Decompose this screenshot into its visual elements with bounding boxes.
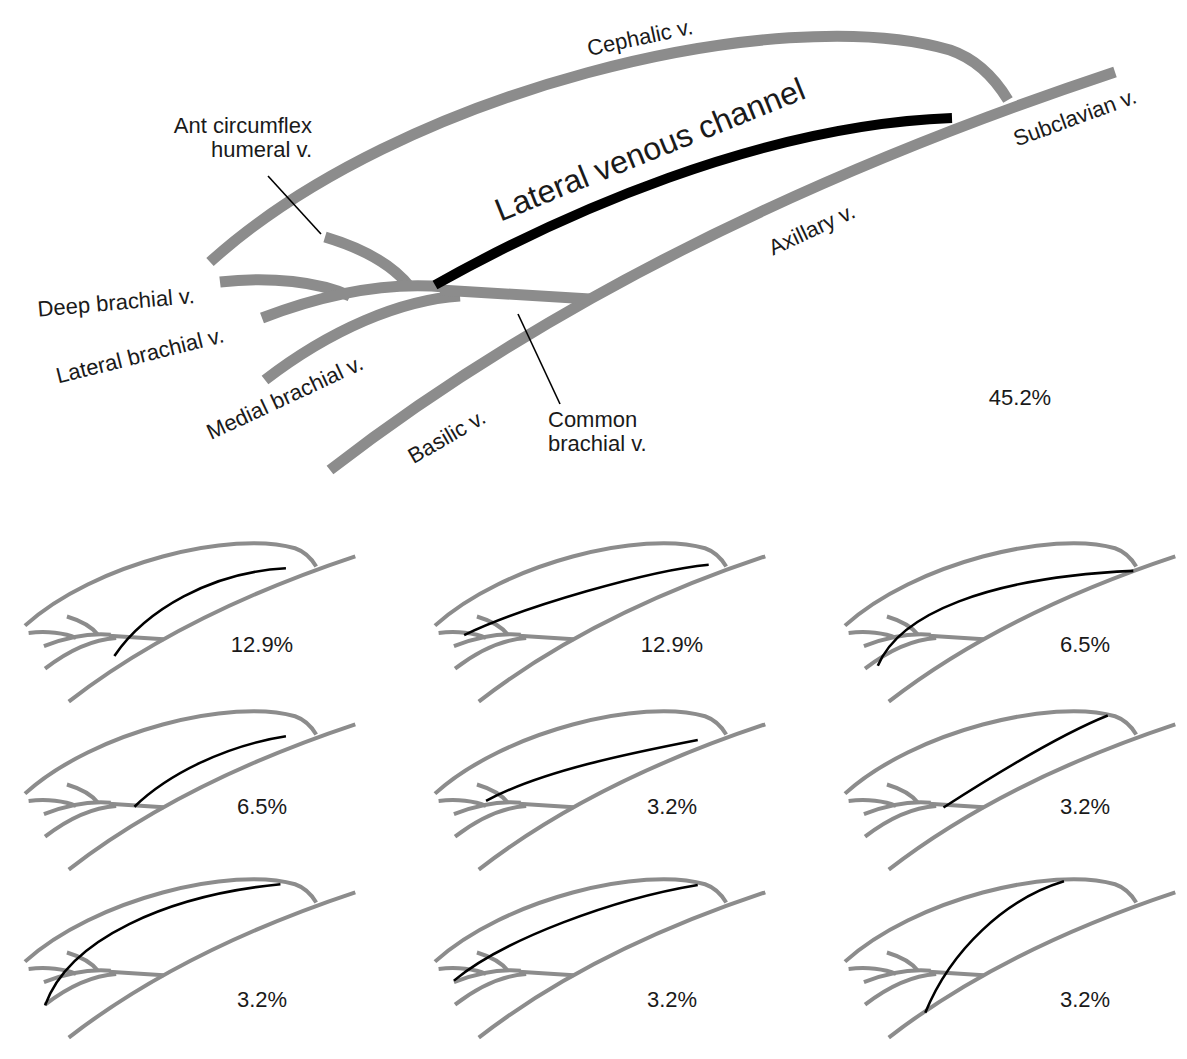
- percentage-label: 3.2%: [1060, 988, 1110, 1012]
- variant-channel: [464, 565, 709, 635]
- percentage-label: 3.2%: [1060, 795, 1110, 819]
- vein-outline: [25, 879, 355, 1037]
- vein-label: Deep brachial v.: [37, 284, 196, 322]
- variant-channel: [925, 881, 1064, 1012]
- vein-label: Ant circumflex humeral v.: [112, 114, 312, 162]
- vein-outline: [435, 879, 765, 1037]
- variant-panel: [845, 879, 1175, 1037]
- vein-outline: [435, 543, 765, 701]
- vein-outline: [25, 711, 355, 869]
- variant-channel: [944, 716, 1108, 808]
- variant-panel: [435, 711, 765, 869]
- main-veins: [210, 36, 1115, 470]
- vein-outline: [845, 711, 1175, 869]
- variant-panel: [25, 879, 355, 1037]
- percentage-label: 6.5%: [1060, 633, 1110, 657]
- percentage-label: 12.9%: [641, 633, 703, 657]
- vein-outline: [845, 543, 1175, 701]
- leader-line: [518, 314, 560, 404]
- variant-panel: [25, 543, 355, 701]
- percentage-label: 6.5%: [237, 795, 287, 819]
- variant-panel: [435, 879, 765, 1037]
- variant-channel: [486, 740, 698, 801]
- vein-outline: [25, 543, 355, 701]
- variant-panel: [25, 711, 355, 869]
- percentage-label: 45.2%: [989, 386, 1051, 410]
- percentage-label: 3.2%: [647, 988, 697, 1012]
- percentage-label: 12.9%: [231, 633, 293, 657]
- percentage-label: 3.2%: [647, 795, 697, 819]
- vein-outline: [845, 879, 1175, 1037]
- vein-label: Common brachial v.: [548, 408, 718, 456]
- variant-channel: [454, 885, 698, 981]
- vein-label: Lateral brachial v.: [54, 323, 227, 388]
- vein-outline: [435, 711, 765, 869]
- leader-line: [268, 176, 321, 234]
- variant-panel: [845, 543, 1175, 701]
- vein-label: Basilic v.: [404, 405, 490, 469]
- vein-label: Subclavian v.: [1010, 85, 1140, 152]
- percentage-label: 3.2%: [237, 988, 287, 1012]
- variant-channel: [878, 571, 1134, 666]
- variant-panel: [845, 711, 1175, 869]
- variant-panel: [435, 543, 765, 701]
